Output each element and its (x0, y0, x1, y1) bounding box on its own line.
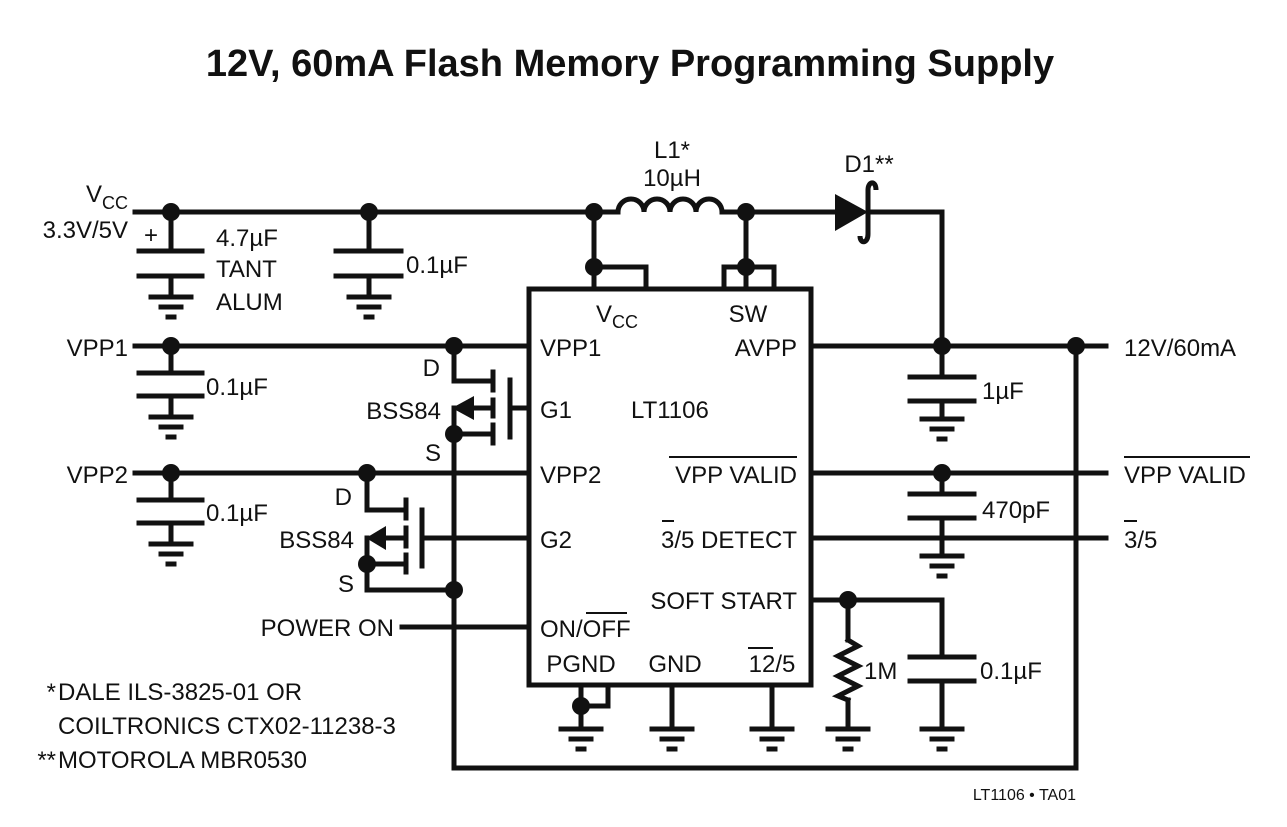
vcc-label: VCC (86, 181, 128, 213)
q2-name-label: BSS84 (279, 527, 354, 554)
vcc-rail (132, 203, 621, 221)
pin-gnd-label: GND (648, 651, 701, 678)
inductor-l1 (615, 196, 841, 221)
note-text-3: MOTOROLA MBR0530 (58, 747, 307, 774)
l1-value-label: 10µH (643, 165, 701, 192)
q2-drain-label: D (335, 484, 352, 511)
c-vpp2-label: 0.1µF (206, 500, 268, 527)
output-3-5-label: 3/5 (1124, 527, 1157, 554)
12-5-ground (749, 682, 795, 752)
vpp-valid-net (808, 464, 1109, 579)
pin-vcc-label: VCC (596, 301, 638, 332)
pin-avpp-label: AVPP (735, 335, 797, 362)
pin-sw-label: SW (729, 301, 768, 328)
r-soft-label: 1M (864, 658, 897, 685)
q1-source-label: S (425, 440, 441, 467)
note-mark-1: * (47, 679, 56, 706)
note-text-2: COILTRONICS CTX02-11238-3 (58, 713, 396, 740)
power-on-label: POWER ON (261, 615, 394, 642)
output-12v-net (808, 337, 1109, 442)
schematic-title: 12V, 60mA Flash Memory Programming Suppl… (206, 43, 1054, 85)
gnd-ground (649, 682, 695, 752)
pin-vpp-valid-label: VPP VALID (675, 462, 797, 489)
capacitor-vcc-bypass (333, 209, 404, 320)
vcc-sw-pin-wires (585, 209, 777, 292)
c-tant-value-label: 4.7µF (216, 225, 278, 252)
vpp1-net (132, 337, 532, 440)
mosfet-q2 (358, 470, 532, 593)
note-mark-3: ** (37, 747, 56, 774)
footnotes: * DALE ILS-3825-01 OR COILTRONICS CTX02-… (37, 679, 396, 774)
c-tant-type1-label: TANT (216, 256, 277, 283)
c-vpp1-label: 0.1µF (206, 374, 268, 401)
q2-source-label: S (338, 571, 354, 598)
pin-g2-label: G2 (540, 527, 572, 554)
pin-on-off-label: ON/OFF (540, 616, 631, 643)
output-12v-label: 12V/60mA (1124, 335, 1236, 362)
pin-12-5-label: 12/5 (749, 651, 796, 678)
output-vpp-valid-label: VPP VALID (1124, 462, 1246, 489)
vcc-voltage-label: 3.3V/5V (43, 217, 128, 244)
note-text-1: DALE ILS-3825-01 OR (58, 679, 302, 706)
pin-g1-label: G1 (540, 397, 572, 424)
l1-name-label: L1* (654, 137, 690, 164)
d1-name-label: D1** (844, 151, 893, 178)
c-tant-type2-label: ALUM (216, 289, 283, 316)
vpp2-input-label: VPP2 (67, 462, 128, 489)
c-vcc-bypass-label: 0.1µF (406, 252, 468, 279)
pin-3-5-detect-label: 3/5 DETECT (661, 527, 797, 554)
pin-soft-start-label: SOFT START (650, 588, 797, 615)
c-out-label: 1µF (982, 378, 1024, 405)
vpp2-net (132, 464, 532, 567)
figure-id: LT1106 • TA01 (973, 787, 1076, 804)
mosfet-q1 (445, 343, 532, 446)
c-soft-label: 0.1µF (980, 658, 1042, 685)
soft-start-network (808, 591, 977, 752)
pin-vpp2-label: VPP2 (540, 462, 601, 489)
c-valid-label: 470pF (982, 497, 1050, 524)
pgnd-ground (558, 682, 611, 752)
ic-name-label: LT1106 (631, 397, 709, 424)
pin-vpp1-label: VPP1 (540, 335, 601, 362)
capacitor-tant (136, 209, 205, 320)
vpp1-input-label: VPP1 (67, 335, 128, 362)
q1-name-label: BSS84 (366, 398, 441, 425)
q1-drain-label: D (423, 355, 440, 382)
pin-pgnd-label: PGND (546, 651, 615, 678)
diode-d1 (835, 180, 945, 349)
polarity-plus-label: + (144, 222, 158, 249)
